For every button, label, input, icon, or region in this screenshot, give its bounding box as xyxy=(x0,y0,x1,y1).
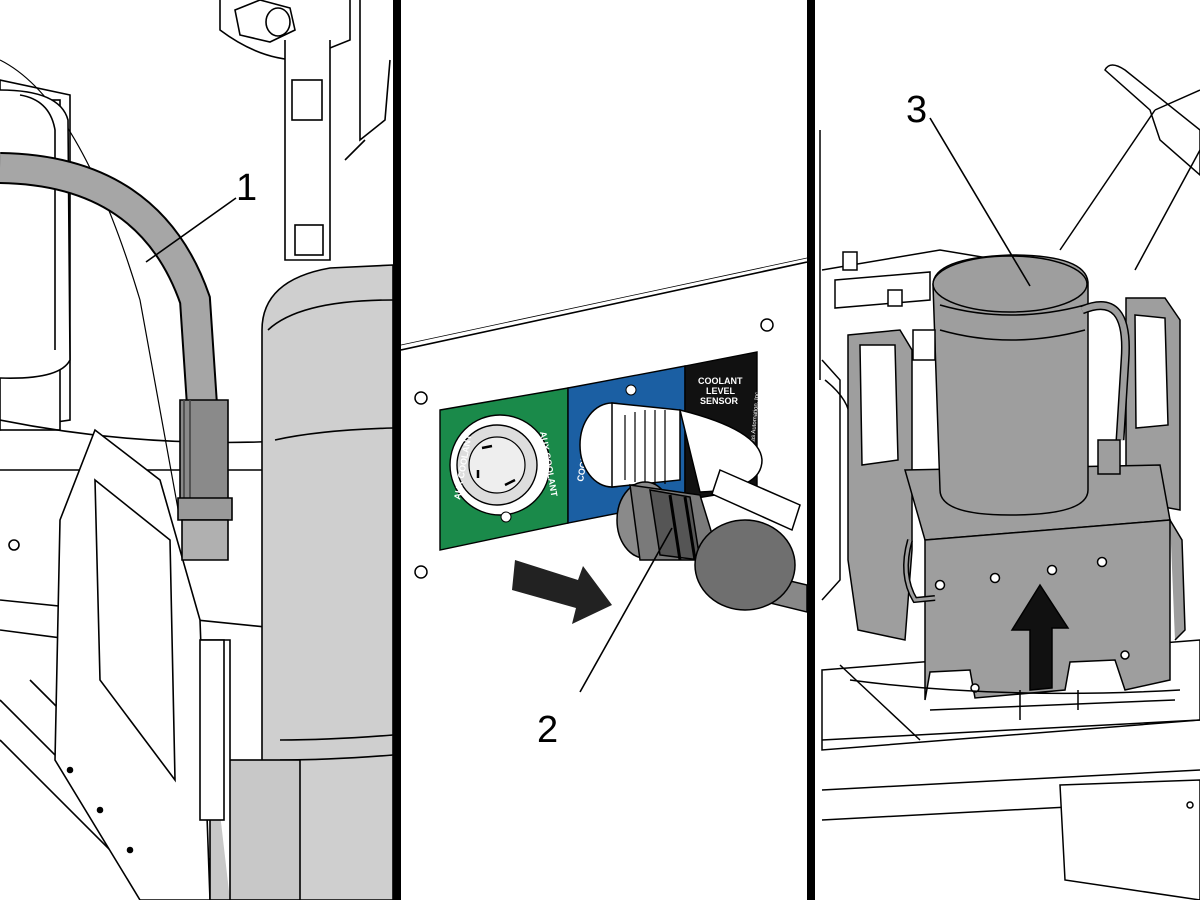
panel-3: 3 xyxy=(819,64,1200,900)
fitting-icon xyxy=(842,251,858,271)
lift-up-arrow-icon xyxy=(1010,583,1070,691)
screw-icon xyxy=(414,565,428,579)
hex-nut-icon xyxy=(234,0,296,43)
screw-icon xyxy=(760,318,774,332)
panel-1: 1 xyxy=(0,0,393,900)
callout-1: 1 xyxy=(236,167,257,209)
aux-coolant-plug xyxy=(616,481,807,613)
callout-3: 3 xyxy=(906,89,927,131)
fitting-icon xyxy=(887,289,903,307)
coolant-hose xyxy=(0,152,233,561)
pump-bracket xyxy=(847,297,1186,641)
pull-right-arrow-icon xyxy=(512,560,612,624)
sensor-label-line2: LEVEL xyxy=(706,386,736,396)
leader-line-2 xyxy=(579,527,673,693)
bracket-plate xyxy=(54,428,211,900)
panel-divider xyxy=(393,0,401,900)
screw-icon xyxy=(414,391,428,405)
coolant-plug xyxy=(579,402,801,532)
coolant-pump xyxy=(903,254,1130,604)
aux-coolant-receptacle xyxy=(449,414,551,516)
panel-divider xyxy=(807,0,815,900)
leader-line-1 xyxy=(145,197,237,263)
callout-2: 2 xyxy=(537,709,558,751)
leader-line-3 xyxy=(929,117,1031,287)
panel-2: AUX COOLANT AUX COOLANT COOLANT COOLANT … xyxy=(401,257,807,751)
sensor-label-line1: COOLANT xyxy=(698,376,743,386)
sensor-label-line3: SENSOR xyxy=(700,396,739,406)
